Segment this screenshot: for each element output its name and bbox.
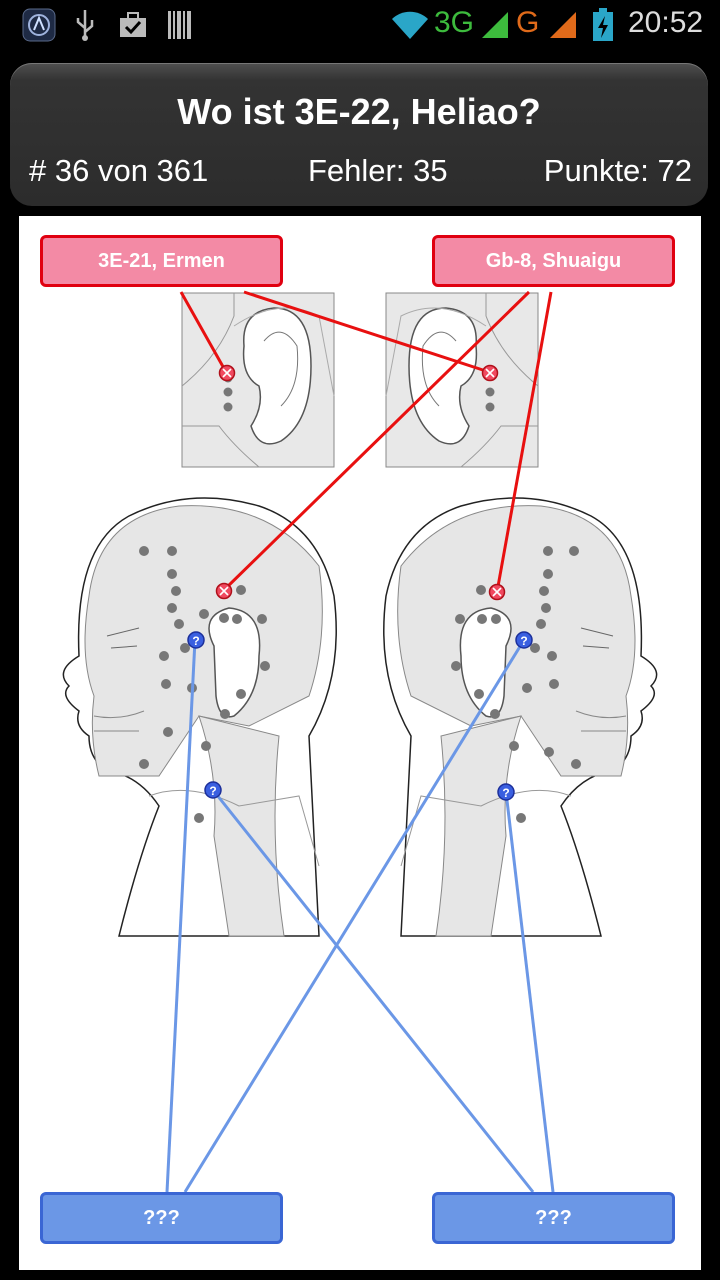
unknown-point-markers[interactable]: ? ? ? ? xyxy=(187,631,533,801)
answer-option-right[interactable]: ??? xyxy=(432,1192,675,1244)
point-label-3e21: 3E-21, Ermen xyxy=(40,235,283,287)
known-point-marker xyxy=(218,364,236,382)
usb-icon xyxy=(74,8,96,42)
svg-text:?: ? xyxy=(502,786,509,800)
app-icon xyxy=(22,8,56,42)
point-label-gb8: Gb-8, Shuaigu xyxy=(432,235,675,287)
svg-text:?: ? xyxy=(209,784,216,798)
unknown-point-marker[interactable]: ? xyxy=(187,631,205,649)
wifi-icon xyxy=(390,8,430,42)
anatomy-quiz-area: ? ? ? ? 3E-21, Ermen Gb-8, Shuaigu ??? ?… xyxy=(19,216,701,1270)
progress-counter: # 36 von 361 xyxy=(29,153,209,188)
anatomy-illustration: ? ? ? ? xyxy=(62,290,658,1193)
barcode-icon xyxy=(168,8,192,42)
status-bar: 3G G 20:52 xyxy=(0,0,720,50)
quiz-header: Wo ist 3E-22, Heliao? # 36 von 361 Fehle… xyxy=(10,63,708,206)
battery-charging-icon xyxy=(592,8,614,42)
known-point-marker xyxy=(488,583,506,601)
svg-text:?: ? xyxy=(192,634,199,648)
signal-icon xyxy=(548,8,578,42)
known-point-marker xyxy=(481,364,499,382)
briefcase-check-icon xyxy=(118,8,148,42)
ear-closeup-left xyxy=(181,292,335,468)
known-point-markers xyxy=(215,364,506,601)
svg-text:?: ? xyxy=(520,634,527,648)
points-counter: Punkte: 72 xyxy=(543,153,692,188)
ear-closeup-right xyxy=(385,292,539,468)
head-profile-left xyxy=(62,497,337,937)
clock: 20:52 xyxy=(628,6,704,39)
signal-icon xyxy=(480,8,510,42)
unknown-point-marker[interactable]: ? xyxy=(515,631,533,649)
known-point-marker xyxy=(215,582,233,600)
error-counter: Fehler: 35 xyxy=(308,153,448,188)
connection-lines xyxy=(165,290,555,1193)
unknown-point-marker[interactable]: ? xyxy=(497,783,515,801)
network-3g-label: 3G xyxy=(434,6,475,39)
answer-option-left[interactable]: ??? xyxy=(40,1192,283,1244)
head-profile-right xyxy=(383,497,658,937)
network-g-label: G xyxy=(516,6,540,39)
unknown-point-marker[interactable]: ? xyxy=(204,781,222,799)
question-title: Wo ist 3E-22, Heliao? xyxy=(177,91,541,132)
